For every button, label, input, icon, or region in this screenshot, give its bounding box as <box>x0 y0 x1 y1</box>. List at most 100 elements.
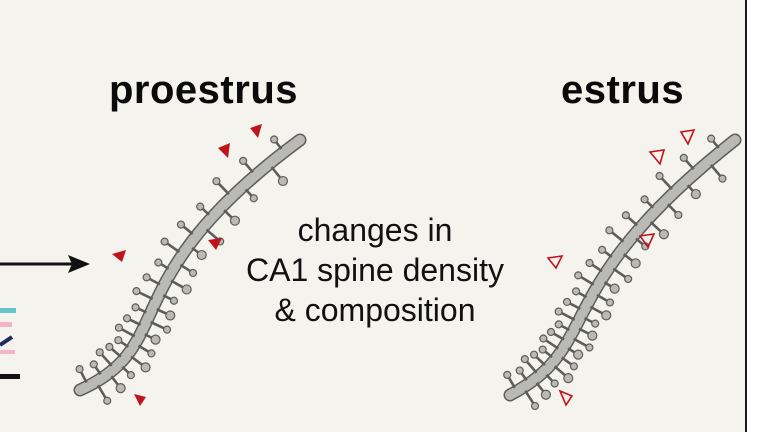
spine-head <box>640 195 649 204</box>
spine-head <box>520 355 529 364</box>
center-caption: changes in CA1 spine density & compositi… <box>210 210 540 330</box>
spine-head <box>658 229 669 240</box>
spine-head <box>131 303 140 312</box>
caption-line-2: CA1 spine density <box>246 252 504 288</box>
spine-marker-icon <box>546 254 564 270</box>
spine-head <box>89 360 98 369</box>
spine-head <box>132 287 141 296</box>
spine-head <box>188 268 198 278</box>
dendrite-shaft <box>505 135 740 400</box>
caption-line-3: & composition <box>274 292 476 328</box>
spine-head <box>150 334 161 345</box>
spine-head <box>277 175 289 187</box>
spine-head <box>169 296 179 305</box>
spine-head <box>674 210 683 220</box>
spine-head <box>707 134 716 143</box>
spine-head <box>598 245 607 254</box>
spine-head <box>550 379 559 388</box>
spine-head <box>574 271 583 280</box>
dendrite-shaft <box>75 135 305 395</box>
spine-head <box>249 194 258 203</box>
spine-head <box>539 334 548 343</box>
spine-marker-icon <box>250 124 262 138</box>
spine-marker-icon <box>134 394 146 406</box>
arrow-right-icon <box>0 255 90 273</box>
spine-head <box>147 349 156 358</box>
left-edge-fragment <box>0 308 20 379</box>
spine-head <box>503 370 512 379</box>
spine-head <box>126 371 136 380</box>
edge-bar-teal <box>0 308 16 313</box>
dendrite-estrus <box>503 133 742 411</box>
spine-marker-icon <box>218 143 230 158</box>
spine-head <box>229 215 241 226</box>
spine-head <box>546 327 556 337</box>
spine-head <box>176 220 186 229</box>
spine-head <box>679 153 688 162</box>
spine-head <box>624 274 633 284</box>
spine-head <box>530 401 540 411</box>
spine-head <box>554 320 563 329</box>
spine-head <box>655 171 664 181</box>
spine-head <box>515 366 524 375</box>
dendrite-proestrus <box>73 133 307 405</box>
proestrus-markers <box>112 124 262 406</box>
spine-head <box>587 330 598 341</box>
spine-head <box>591 319 600 328</box>
spine-head <box>165 310 176 321</box>
spine-head <box>114 336 123 345</box>
spine-head <box>569 362 579 371</box>
right-panel-edge <box>745 0 768 432</box>
spine-head <box>605 226 614 235</box>
caption-line-1: changes in <box>297 212 453 248</box>
label-estrus: estrus <box>561 68 685 112</box>
estrus-markers <box>546 128 696 407</box>
spine-marker-icon <box>679 128 696 146</box>
spine-head <box>103 396 112 405</box>
spine-marker-icon <box>558 389 574 407</box>
dendrite-shaft-outline <box>503 133 742 402</box>
spine-head <box>601 310 612 321</box>
spine-marker-icon <box>112 250 126 262</box>
spine-marker-icon <box>638 233 656 249</box>
edge-line-navy <box>0 335 14 347</box>
spine-head <box>554 307 563 316</box>
spine-head <box>540 389 552 400</box>
spine-head <box>630 258 641 269</box>
spine-head <box>239 156 248 165</box>
spine-head <box>585 258 594 268</box>
spine-head <box>538 345 547 354</box>
edge-bar-black <box>0 374 20 379</box>
spine-head <box>270 135 279 144</box>
spine-head <box>114 323 123 332</box>
spine-head <box>605 298 615 307</box>
spine-marker-icon <box>208 238 222 250</box>
spine-head <box>142 273 151 282</box>
spine-head <box>75 365 84 374</box>
spine-head <box>115 383 126 394</box>
spine-head <box>160 237 169 246</box>
spine-head <box>154 258 163 267</box>
spine-head <box>690 188 701 200</box>
spine-head <box>212 177 221 186</box>
spine-head <box>181 284 192 295</box>
spine-head <box>162 325 172 334</box>
spine-head <box>585 343 594 352</box>
spine-head <box>718 174 727 183</box>
label-proestrus: proestrus <box>109 68 298 112</box>
edge-bar-pink <box>0 322 12 327</box>
spine-head <box>571 287 581 296</box>
spine-head <box>621 211 630 220</box>
spine-head <box>196 202 205 211</box>
spine-head <box>563 373 574 384</box>
spine-head <box>140 362 151 373</box>
spine-head <box>105 342 114 351</box>
spine-head <box>562 297 572 307</box>
spine-head <box>529 350 539 359</box>
spine-head <box>196 249 207 261</box>
spine-head <box>95 348 104 357</box>
spine-head <box>122 314 132 323</box>
spine-marker-icon <box>648 149 666 166</box>
